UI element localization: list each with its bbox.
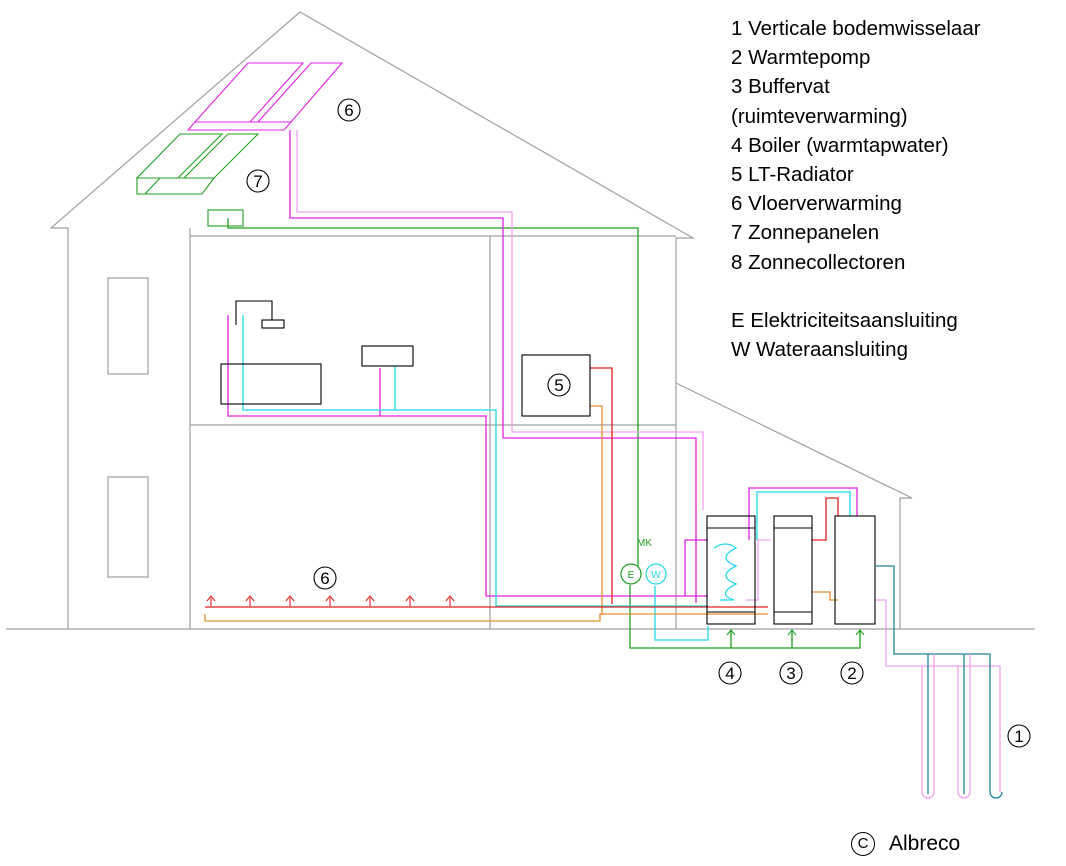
legend-item: 3 Buffervat xyxy=(731,75,830,99)
legend-item: 1 Verticale bodemwisselaar xyxy=(731,17,981,40)
bore-loop-1 xyxy=(921,654,935,799)
legend-item: 4 Boiler (warmtapwater) xyxy=(731,133,949,157)
bath-cold xyxy=(242,315,708,607)
marker-7: 7 xyxy=(253,172,262,191)
buffer-top xyxy=(748,487,858,540)
inverter-box xyxy=(207,209,244,227)
water-meter-icon xyxy=(645,563,667,585)
bathtub xyxy=(220,363,322,405)
house-outline xyxy=(49,11,913,629)
marker-2: 2 xyxy=(847,664,856,683)
credit-name: Albreco xyxy=(889,832,961,855)
heatpump-buffer xyxy=(746,539,770,601)
legend-item: 8 Zonnecollectoren xyxy=(731,250,906,274)
legend-connection: E Elektriciteitsaansluiting xyxy=(731,308,958,332)
water-service xyxy=(654,586,709,641)
numbered-markers xyxy=(246,98,1031,748)
marker-3: 3 xyxy=(786,664,795,683)
legend-item: 5 LT-Radiator xyxy=(731,163,854,187)
heatpump-bore xyxy=(876,599,1001,792)
floor-heating-orange xyxy=(204,613,768,622)
electric-meter-label: E xyxy=(628,570,635,581)
marker-5: 5 xyxy=(554,376,563,395)
legend-item: 2 Warmtepomp xyxy=(731,46,871,70)
meter-box: MK E W xyxy=(620,538,667,585)
unit-feet xyxy=(726,629,865,640)
credit: C Albreco xyxy=(851,832,961,857)
legend-connection: W Wateraansluiting xyxy=(731,338,908,362)
legend: 1 Verticale bodemwisselaar 2 Warmtepomp … xyxy=(731,14,981,364)
copyright-icon: C xyxy=(851,832,875,857)
collector-return xyxy=(296,130,704,510)
bore-supply xyxy=(876,565,991,792)
lt-radiator xyxy=(521,354,591,417)
radiator-return xyxy=(590,405,603,615)
meter-box-label: MK xyxy=(637,538,652,549)
pipe-network xyxy=(204,130,1003,799)
electric-line-ground xyxy=(629,585,861,649)
hp-supply-red xyxy=(812,497,839,541)
marker-6-floor: 6 xyxy=(320,569,329,588)
bathroom-fixtures xyxy=(220,300,414,405)
bath-hot xyxy=(227,315,708,597)
wash-basin xyxy=(361,345,414,367)
radiator-supply xyxy=(590,367,613,604)
bore-loop-2 xyxy=(957,654,971,799)
shower-head xyxy=(261,319,285,329)
legend-item: 7 Zonnepanelen xyxy=(731,221,880,245)
marker-6-roof: 6 xyxy=(344,101,353,120)
legend-item: 6 Vloerverwarming xyxy=(731,192,902,216)
electric-line-main xyxy=(227,218,639,573)
water-meter-label: W xyxy=(651,570,661,581)
solar-collectors xyxy=(186,62,344,131)
marker-1: 1 xyxy=(1014,727,1023,746)
solar-panels xyxy=(135,133,260,195)
legend-item: (ruimteverwarming) xyxy=(731,104,908,128)
bore-loop-3 xyxy=(989,791,1003,799)
boiler-coil xyxy=(713,543,738,601)
shower-arm xyxy=(235,300,273,325)
heat-pump-unit xyxy=(834,515,876,625)
marker-4: 4 xyxy=(725,664,734,683)
boiler-tank xyxy=(706,515,756,625)
collector-supply xyxy=(289,130,697,603)
legend-spacer xyxy=(731,277,981,306)
electric-meter-icon xyxy=(620,563,642,585)
hp-return-orange xyxy=(812,591,838,601)
floor-heating-outlets xyxy=(206,595,455,606)
boiler-to-buffer xyxy=(756,491,851,540)
boiler-link xyxy=(684,539,708,596)
technical-units xyxy=(706,515,876,625)
buffer-tank xyxy=(773,515,813,625)
